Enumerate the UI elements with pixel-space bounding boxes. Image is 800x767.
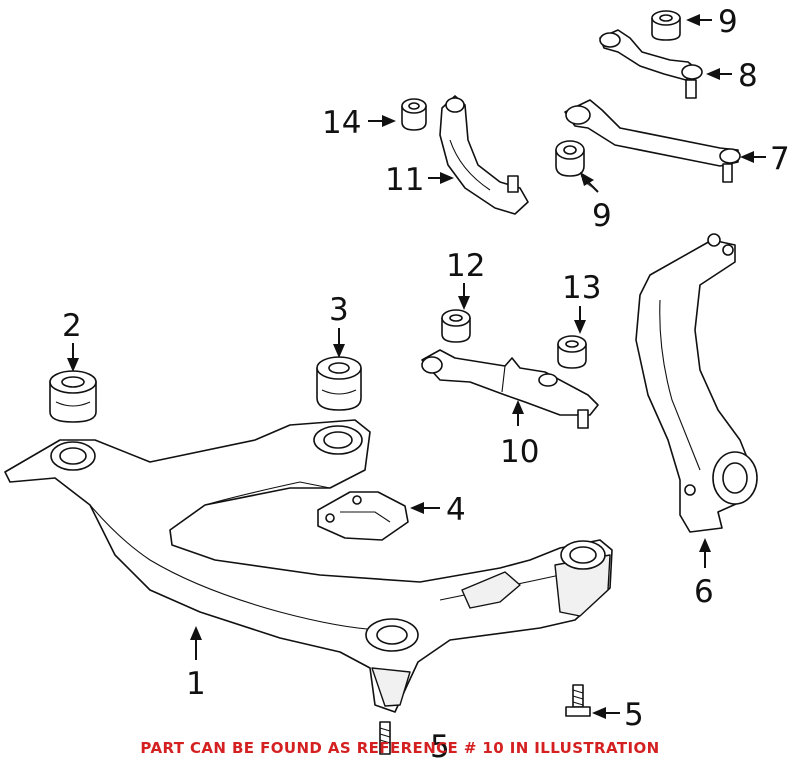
control-arm-part-10 (421, 349, 599, 429)
callout-9-top: 9 (718, 4, 738, 40)
callout-13: 13 (562, 270, 601, 306)
knuckle-part-6 (635, 233, 758, 533)
callout-12: 12 (446, 248, 485, 284)
callout-arrows (67, 14, 766, 719)
bushing-part-14 (401, 98, 427, 131)
callout-10: 10 (500, 434, 539, 470)
callout-6: 6 (694, 574, 714, 610)
control-arm-part-11 (439, 95, 529, 215)
callout-14: 14 (322, 105, 361, 141)
bolt-part-5-right (565, 684, 591, 717)
bushing-part-9-top (651, 10, 681, 41)
callout-8: 8 (738, 58, 758, 94)
callout-7: 7 (770, 141, 790, 177)
callout-5-bottom: 5 (430, 729, 450, 765)
bushing-part-13 (557, 335, 587, 369)
bolt-part-5-bottom (379, 721, 391, 755)
bushing-part-9-mid (555, 140, 585, 177)
callout-9-mid: 9 (592, 198, 612, 234)
callout-2: 2 (62, 308, 82, 344)
bushing-part-3 (316, 356, 362, 411)
bushing-part-12 (441, 309, 471, 343)
control-arm-part-7 (564, 99, 741, 183)
callout-4: 4 (446, 492, 466, 528)
bushing-part-2 (49, 370, 97, 423)
reference-note: PART CAN BE FOUND AS REFERENCE # 10 IN I… (140, 739, 660, 757)
control-arm-part-8 (599, 29, 703, 99)
callout-11: 11 (385, 162, 424, 198)
callout-1: 1 (186, 666, 206, 702)
bracket-part-4 (317, 491, 409, 541)
callout-5-right: 5 (624, 697, 644, 733)
callout-3: 3 (329, 292, 349, 328)
subframe-part-1 (4, 419, 613, 713)
